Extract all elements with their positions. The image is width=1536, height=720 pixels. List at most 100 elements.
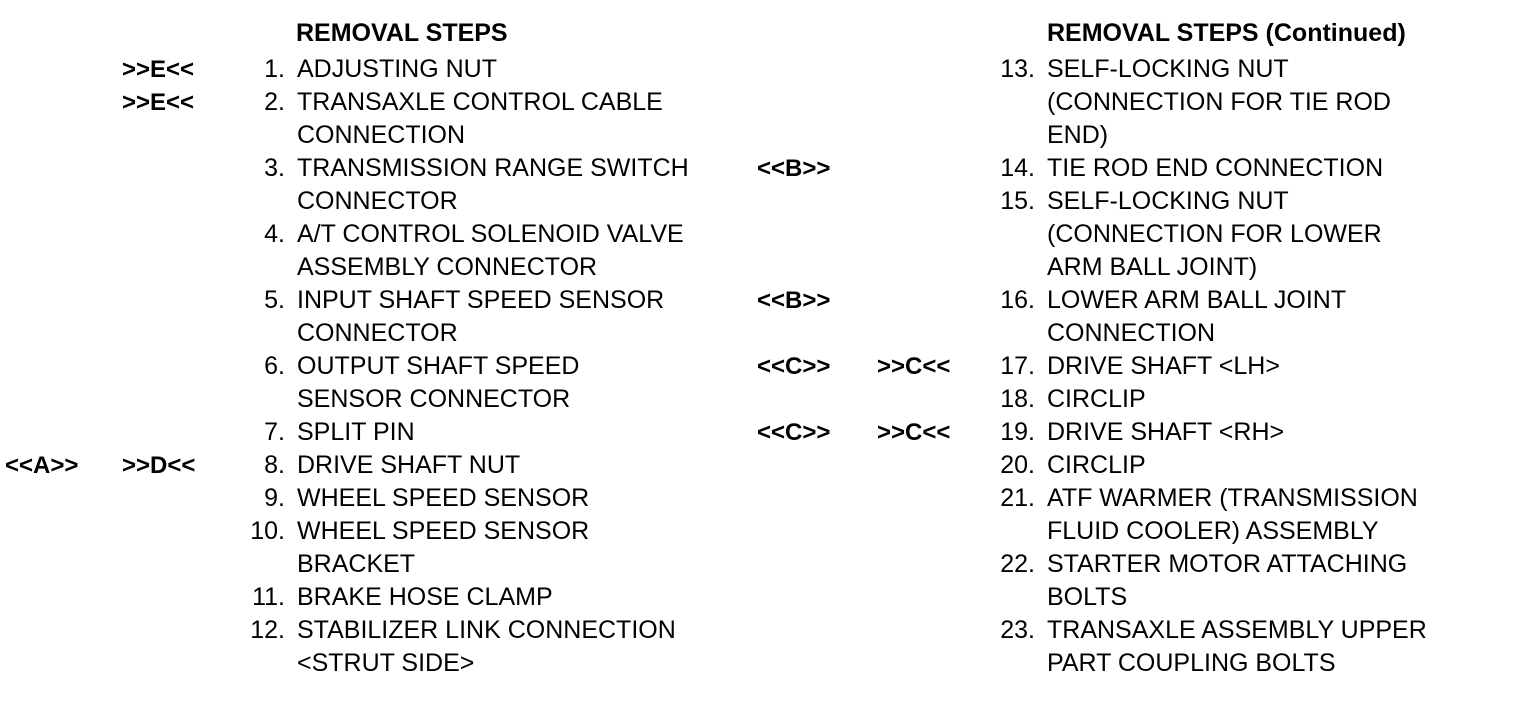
step-item: 2. TRANSAXLE CONTROL CABLE (227, 86, 747, 119)
step-item: 4. A/T CONTROL SOLENOID VALVE (227, 218, 747, 251)
step-label: END) (1047, 121, 1109, 149)
step-number: 8. (264, 451, 285, 479)
step-continuation-line: END) (977, 119, 1497, 152)
step-label: PART COUPLING BOLTS (1047, 649, 1336, 677)
step-item: 6. OUTPUT SHAFT SPEED (227, 350, 747, 383)
step-label: CONNECTOR (297, 319, 458, 347)
step-label: ARM BALL JOINT) (1047, 253, 1258, 281)
step-label: LOWER ARM BALL JOINT (1047, 286, 1347, 314)
step-continuation-line: BRACKET (227, 548, 747, 581)
right-removal-steps-list: 13. SELF-LOCKING NUT (CONNECTION FOR TIE R… (977, 53, 1497, 680)
section-marker-b2: <<B>> (757, 287, 831, 314)
step-number: 7. (264, 418, 285, 446)
step-item: 22. STARTER MOTOR ATTACHING (977, 548, 1497, 581)
step-label: SELF-LOCKING NUT (1047, 55, 1289, 83)
right-column-title: REMOVAL STEPS (Continued) (1047, 19, 1406, 47)
step-number: 6. (264, 352, 285, 380)
step-item: 15. SELF-LOCKING NUT (977, 185, 1497, 218)
step-label: TRANSAXLE CONTROL CABLE (297, 88, 663, 116)
step-item: 13. SELF-LOCKING NUT (977, 53, 1497, 86)
step-number: 3. (264, 154, 285, 182)
step-continuation-line: ARM BALL JOINT) (977, 251, 1497, 284)
step-continuation-line: CONNECTION (227, 119, 747, 152)
step-item: 23.TRANSAXLE ASSEMBLY UPPER (977, 614, 1497, 647)
step-label: INPUT SHAFT SPEED SENSOR (297, 286, 665, 314)
step-number: 4. (264, 220, 285, 248)
left-column-title: REMOVAL STEPS (296, 19, 508, 47)
section-marker-b1: <<B>> (757, 155, 831, 182)
step-item: 12. STABILIZER LINK CONNECTION (227, 614, 747, 647)
step-item: 7. SPLIT PIN (227, 416, 747, 449)
step-continuation-line: CONNECTOR (227, 185, 747, 218)
step-number: 15. (1000, 187, 1035, 215)
step-number: 11. (252, 583, 285, 611)
step-number: 9. (264, 484, 285, 512)
step-number: 13. (1000, 55, 1035, 83)
step-continuation-line: FLUID COOLER) ASSEMBLY (977, 515, 1497, 548)
step-label: (CONNECTION FOR TIE ROD (1047, 88, 1391, 116)
step-continuation-line: (CONNECTION FOR LOWER (977, 218, 1497, 251)
step-label: STARTER MOTOR ATTACHING (1047, 550, 1408, 578)
step-label: TRANSAXLE ASSEMBLY UPPER (1047, 616, 1427, 644)
step-label: TRANSMISSION RANGE SWITCH (297, 154, 689, 182)
step-number: 16. (1000, 286, 1035, 314)
section-marker-c4: >>C<< (877, 419, 951, 446)
step-label: A/T CONTROL SOLENOID VALVE (297, 220, 684, 248)
step-label: BRACKET (297, 550, 416, 578)
step-label: CONNECTION (1047, 319, 1216, 347)
step-label: ATF WARMER (TRANSMISSION (1047, 484, 1418, 512)
step-continuation-line: PART COUPLING BOLTS (977, 647, 1497, 680)
step-continuation-line: ASSEMBLY CONNECTOR (227, 251, 747, 284)
step-number: 18. (1000, 385, 1035, 413)
step-number: 17. (1000, 352, 1035, 380)
step-item: 5.INPUT SHAFT SPEED SENSOR (227, 284, 747, 317)
step-label: CONNECTOR (297, 187, 458, 215)
step-label: <STRUT SIDE> (297, 649, 475, 677)
step-label: SELF-LOCKING NUT (1047, 187, 1289, 215)
step-number: 14. (1000, 154, 1035, 182)
step-label: DRIVE SHAFT <RH> (1047, 418, 1285, 446)
step-number: 20. (1000, 451, 1035, 479)
step-label: WHEEL SPEED SENSOR (297, 517, 590, 545)
step-number: 2. (264, 88, 285, 116)
step-label: STABILIZER LINK CONNECTION (297, 616, 676, 644)
step-continuation-line: (CONNECTION FOR TIE ROD (977, 86, 1497, 119)
step-label: (CONNECTION FOR LOWER (1047, 220, 1382, 248)
step-label: BOLTS (1047, 583, 1128, 611)
step-item: 20.CIRCLIP (977, 449, 1497, 482)
step-item: 1.ADJUSTING NUT (227, 53, 747, 86)
step-label: CONNECTION (297, 121, 466, 149)
step-label: WHEEL SPEED SENSOR (297, 484, 590, 512)
step-label: ASSEMBLY CONNECTOR (297, 253, 598, 281)
step-label: TIE ROD END CONNECTION (1047, 154, 1384, 182)
step-item: 21. ATF WARMER (TRANSMISSION (977, 482, 1497, 515)
step-number: 19. (1000, 418, 1035, 446)
step-label: DRIVE SHAFT NUT (297, 451, 521, 479)
step-label: SPLIT PIN (297, 418, 415, 446)
step-continuation-line: CONNECTION (977, 317, 1497, 350)
step-label: OUTPUT SHAFT SPEED (297, 352, 580, 380)
step-continuation-line: BOLTS (977, 581, 1497, 614)
step-item: 18. CIRCLIP (977, 383, 1497, 416)
step-label: CIRCLIP (1047, 385, 1146, 413)
step-item: 8. DRIVE SHAFT NUT (227, 449, 747, 482)
step-item: 10. WHEEL SPEED SENSOR (227, 515, 747, 548)
step-continuation-line: CONNECTOR (227, 317, 747, 350)
step-label: ADJUSTING NUT (297, 55, 497, 83)
step-item: 19. DRIVE SHAFT <RH> (977, 416, 1497, 449)
step-continuation-line: <STRUT SIDE> (227, 647, 747, 680)
step-number: 12. (250, 616, 285, 644)
step-item: 16. LOWER ARM BALL JOINT (977, 284, 1497, 317)
step-item: 9. WHEEL SPEED SENSOR (227, 482, 747, 515)
step-number: 21. (1000, 484, 1035, 512)
step-label: SENSOR CONNECTOR (297, 385, 571, 413)
section-marker-e1: >>E<< (122, 56, 195, 83)
step-label: BRAKE HOSE CLAMP (297, 583, 553, 611)
step-number: 22. (1000, 550, 1035, 578)
section-marker-a1: <<A>> (5, 452, 79, 479)
step-number: 10. (250, 517, 285, 545)
step-item: 14. TIE ROD END CONNECTION (977, 152, 1497, 185)
step-item: 3. TRANSMISSION RANGE SWITCH (227, 152, 747, 185)
